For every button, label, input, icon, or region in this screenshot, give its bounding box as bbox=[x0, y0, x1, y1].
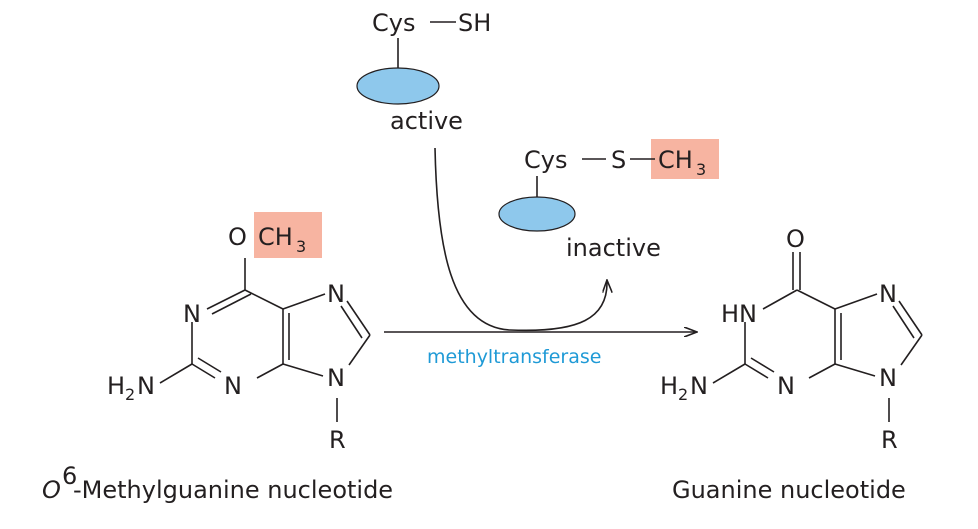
product-amine-h: H bbox=[660, 372, 678, 400]
product-r-group: R bbox=[881, 426, 898, 454]
inactive-ch3-subscript: 3 bbox=[696, 160, 706, 179]
methyl-highlight-substrate bbox=[254, 212, 322, 258]
product-n3-atom: N bbox=[777, 372, 795, 400]
substrate-amine-h: H bbox=[107, 372, 125, 400]
product-amine-subscript: 2 bbox=[678, 385, 688, 404]
substrate-n1-atom: N bbox=[183, 300, 201, 328]
substrate-molecule: O CH 3 N N N N R H 2 N bbox=[107, 223, 371, 454]
active-protein-shape bbox=[356, 67, 440, 105]
substrate-amine-n: N bbox=[137, 372, 155, 400]
product-n9-atom: N bbox=[879, 364, 897, 392]
product-n7-atom: N bbox=[879, 280, 897, 308]
inactive-ch-label: CH bbox=[658, 146, 693, 174]
active-cys-label: Cys bbox=[372, 9, 415, 37]
substrate-o-atom: O bbox=[228, 223, 247, 251]
substrate-amine-subscript: 2 bbox=[125, 385, 135, 404]
substrate-caption-superscript: 6 bbox=[62, 462, 77, 490]
enzyme-conversion-arrow bbox=[434, 147, 607, 332]
substrate-ch3-subscript: 3 bbox=[296, 237, 306, 256]
substrate-n9-atom: N bbox=[327, 364, 345, 392]
enzyme-name-label: methyltransferase bbox=[427, 346, 601, 368]
substrate-r-group: R bbox=[329, 426, 346, 454]
substrate-caption-prefix: O bbox=[42, 476, 61, 504]
active-enzyme: Cys SH active bbox=[356, 9, 491, 135]
substrate-caption: O 6 -Methylguanine nucleotide bbox=[42, 462, 393, 504]
inactive-state-label: inactive bbox=[566, 234, 661, 262]
inactive-protein-shape bbox=[498, 196, 576, 232]
substrate-n7-atom: N bbox=[327, 280, 345, 308]
product-molecule: O HN N N N R H 2 N bbox=[660, 225, 923, 454]
inactive-enzyme: Cys S CH 3 inactive bbox=[498, 146, 706, 262]
product-caption: Guanine nucleotide bbox=[672, 476, 906, 504]
inactive-s-label: S bbox=[611, 146, 626, 174]
substrate-ch-atom: CH bbox=[258, 223, 293, 251]
substrate-caption-text: -Methylguanine nucleotide bbox=[73, 476, 393, 504]
product-o-atom: O bbox=[786, 225, 805, 253]
active-state-label: active bbox=[390, 107, 463, 135]
active-sh-label: SH bbox=[458, 9, 491, 37]
methyl-highlight-inactive bbox=[651, 139, 719, 179]
product-hn-atom: HN bbox=[721, 300, 757, 328]
product-amine-n: N bbox=[690, 372, 708, 400]
inactive-cys-label: Cys bbox=[524, 146, 567, 174]
substrate-n3-atom: N bbox=[224, 372, 242, 400]
